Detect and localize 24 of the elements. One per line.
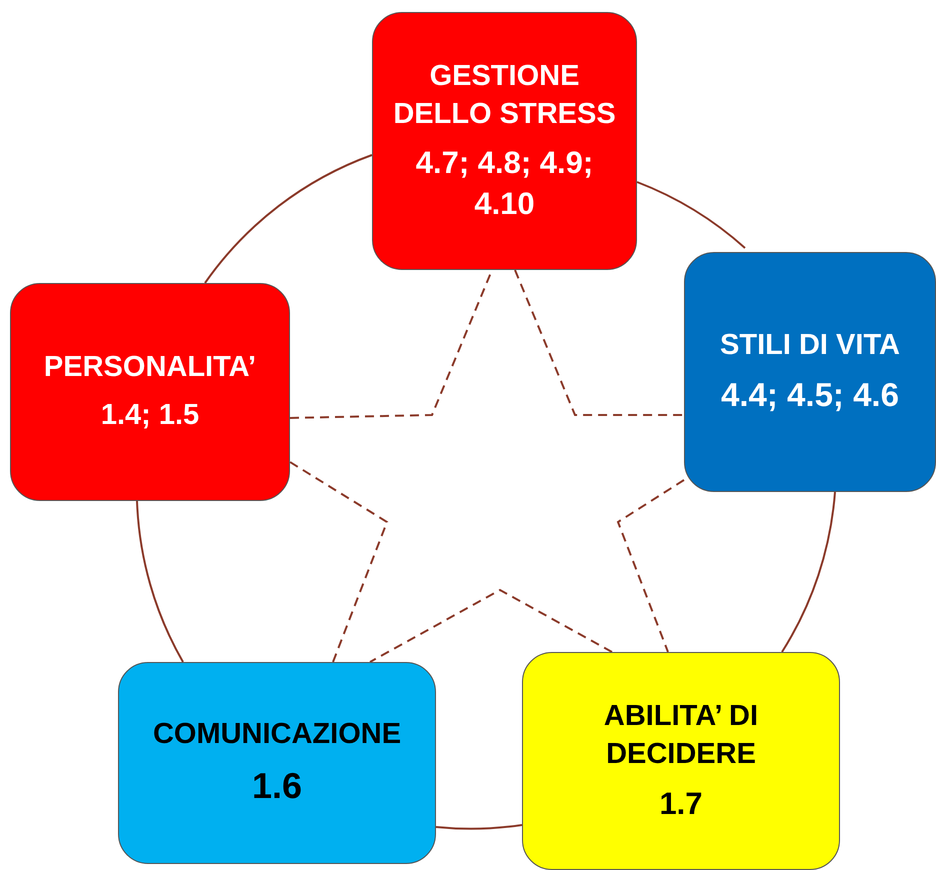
box-title: PERSONALITA’ <box>44 350 256 386</box>
dashed-connector <box>616 479 685 652</box>
rounded-box <box>522 652 840 870</box>
dashed-connector <box>370 588 612 663</box>
box-value: 1.4; 1.5 <box>100 398 200 433</box>
box-title: ABILITA’ DI DECIDERE <box>602 699 760 772</box>
dashed-connector <box>289 461 388 662</box>
circle-arc-connector <box>636 181 746 249</box>
circle-arc-connector <box>204 154 372 284</box>
circle-arc-connector <box>136 500 184 662</box>
box-value: 1.6 <box>252 764 302 808</box>
box-title: GESTIONE DELLO STRESS <box>392 59 617 132</box>
rounded-box <box>684 252 936 492</box>
rounded-box <box>118 662 436 864</box>
dashed-connector <box>514 270 684 416</box>
box-value: 4.7; 4.8; 4.9; 4.10 <box>414 144 594 223</box>
circle-arc-connector <box>781 492 836 652</box>
rounded-box <box>372 12 637 270</box>
box-title: COMUNICAZIONE <box>152 716 402 752</box>
box-value: 1.7 <box>659 784 703 823</box>
circle-arc-connector <box>436 824 522 830</box>
rounded-box <box>10 283 290 501</box>
box-title: STILI DI VITA <box>720 328 900 363</box>
box-value: 4.4; 4.5; 4.6 <box>721 375 899 416</box>
